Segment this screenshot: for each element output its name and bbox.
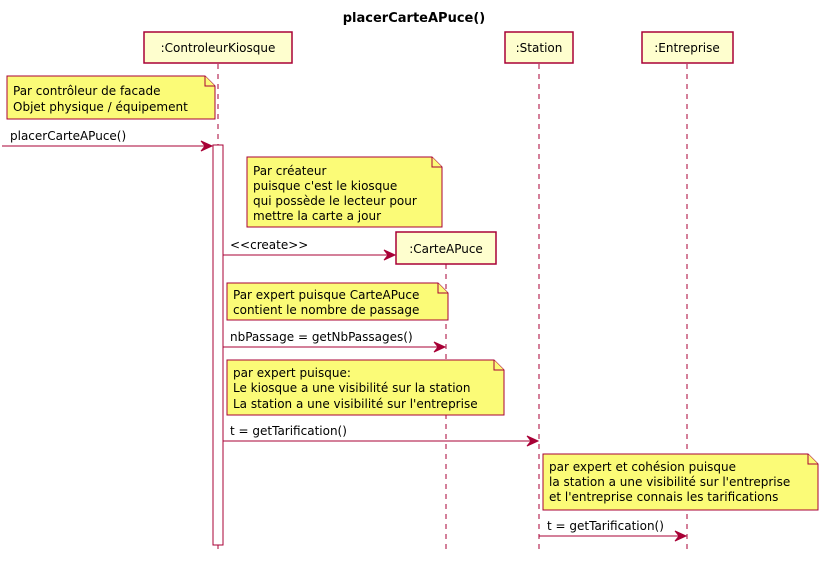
participant-controleur-label: :ControleurKiosque <box>161 41 276 55</box>
participant-station[interactable]: :Station <box>504 31 574 64</box>
note-expert-station-line-2: Le kiosque a une visibilité sur la stati… <box>233 381 471 395</box>
note-expert-carte: Par expert puisque CarteAPuce contient l… <box>226 282 449 321</box>
note-expert-station-line-1: par expert puisque: <box>233 366 351 380</box>
message-get-nb-passages-label: nbPassage = getNbPassages() <box>230 330 413 344</box>
message-placer-carte: placerCarteAPuce() <box>2 129 214 152</box>
note-createur-line-4: mettre la carte a jour <box>253 209 381 223</box>
note-createur-line-2: puisque c'est le kiosque <box>253 179 397 193</box>
participant-carte-label: :CarteAPuce <box>409 242 483 256</box>
note-expert-carte-line-2: contient le nombre de passage <box>233 303 419 317</box>
diagram-title: placerCarteAPuce() <box>343 11 485 26</box>
note-expert-carte-line-1: Par expert puisque CarteAPuce <box>233 288 419 302</box>
participant-entreprise-label: :Entreprise <box>654 41 720 55</box>
note-expert-cohesion-line-1: par expert et cohésion puisque <box>549 460 736 474</box>
note-facade: Par contrôleur de facade Objet physique … <box>6 75 216 120</box>
message-placer-carte-label: placerCarteAPuce() <box>10 129 126 143</box>
message-get-tarification-station: t = getTarification() <box>223 424 540 447</box>
participant-entreprise[interactable]: :Entreprise <box>641 31 734 64</box>
message-create: <<create>> <box>223 238 397 261</box>
note-createur: Par créateur puisque c'est le kiosque qu… <box>246 156 443 228</box>
participant-carte[interactable]: :CarteAPuce <box>395 231 497 265</box>
activation-controleur <box>212 144 224 546</box>
message-create-label: <<create>> <box>230 238 308 252</box>
message-get-nb-passages: nbPassage = getNbPassages() <box>223 330 447 353</box>
participant-controleur[interactable]: :ControleurKiosque <box>143 31 293 64</box>
note-createur-line-3: qui possède le lecteur pour <box>253 194 417 208</box>
participant-station-label: :Station <box>516 41 563 55</box>
message-get-tarification-entreprise-label: t = getTarification() <box>547 519 664 533</box>
note-expert-station: par expert puisque: Le kiosque a une vis… <box>226 359 505 416</box>
note-expert-cohesion-line-2: la station a une visibilité sur l'entrep… <box>549 475 790 489</box>
note-expert-cohesion-line-3: et l'entreprise connais les tarification… <box>549 490 778 504</box>
note-expert-cohesion: par expert et cohésion puisque la statio… <box>542 453 819 511</box>
message-get-tarification-station-label: t = getTarification() <box>230 424 347 438</box>
note-createur-line-1: Par créateur <box>253 164 326 178</box>
note-expert-station-line-3: La station a une visibilité sur l'entrep… <box>233 397 478 411</box>
note-facade-line-1: Par contrôleur de facade <box>13 84 160 98</box>
note-facade-line-2: Objet physique / équipement <box>13 100 188 114</box>
message-get-tarification-entreprise: t = getTarification() <box>539 519 688 542</box>
